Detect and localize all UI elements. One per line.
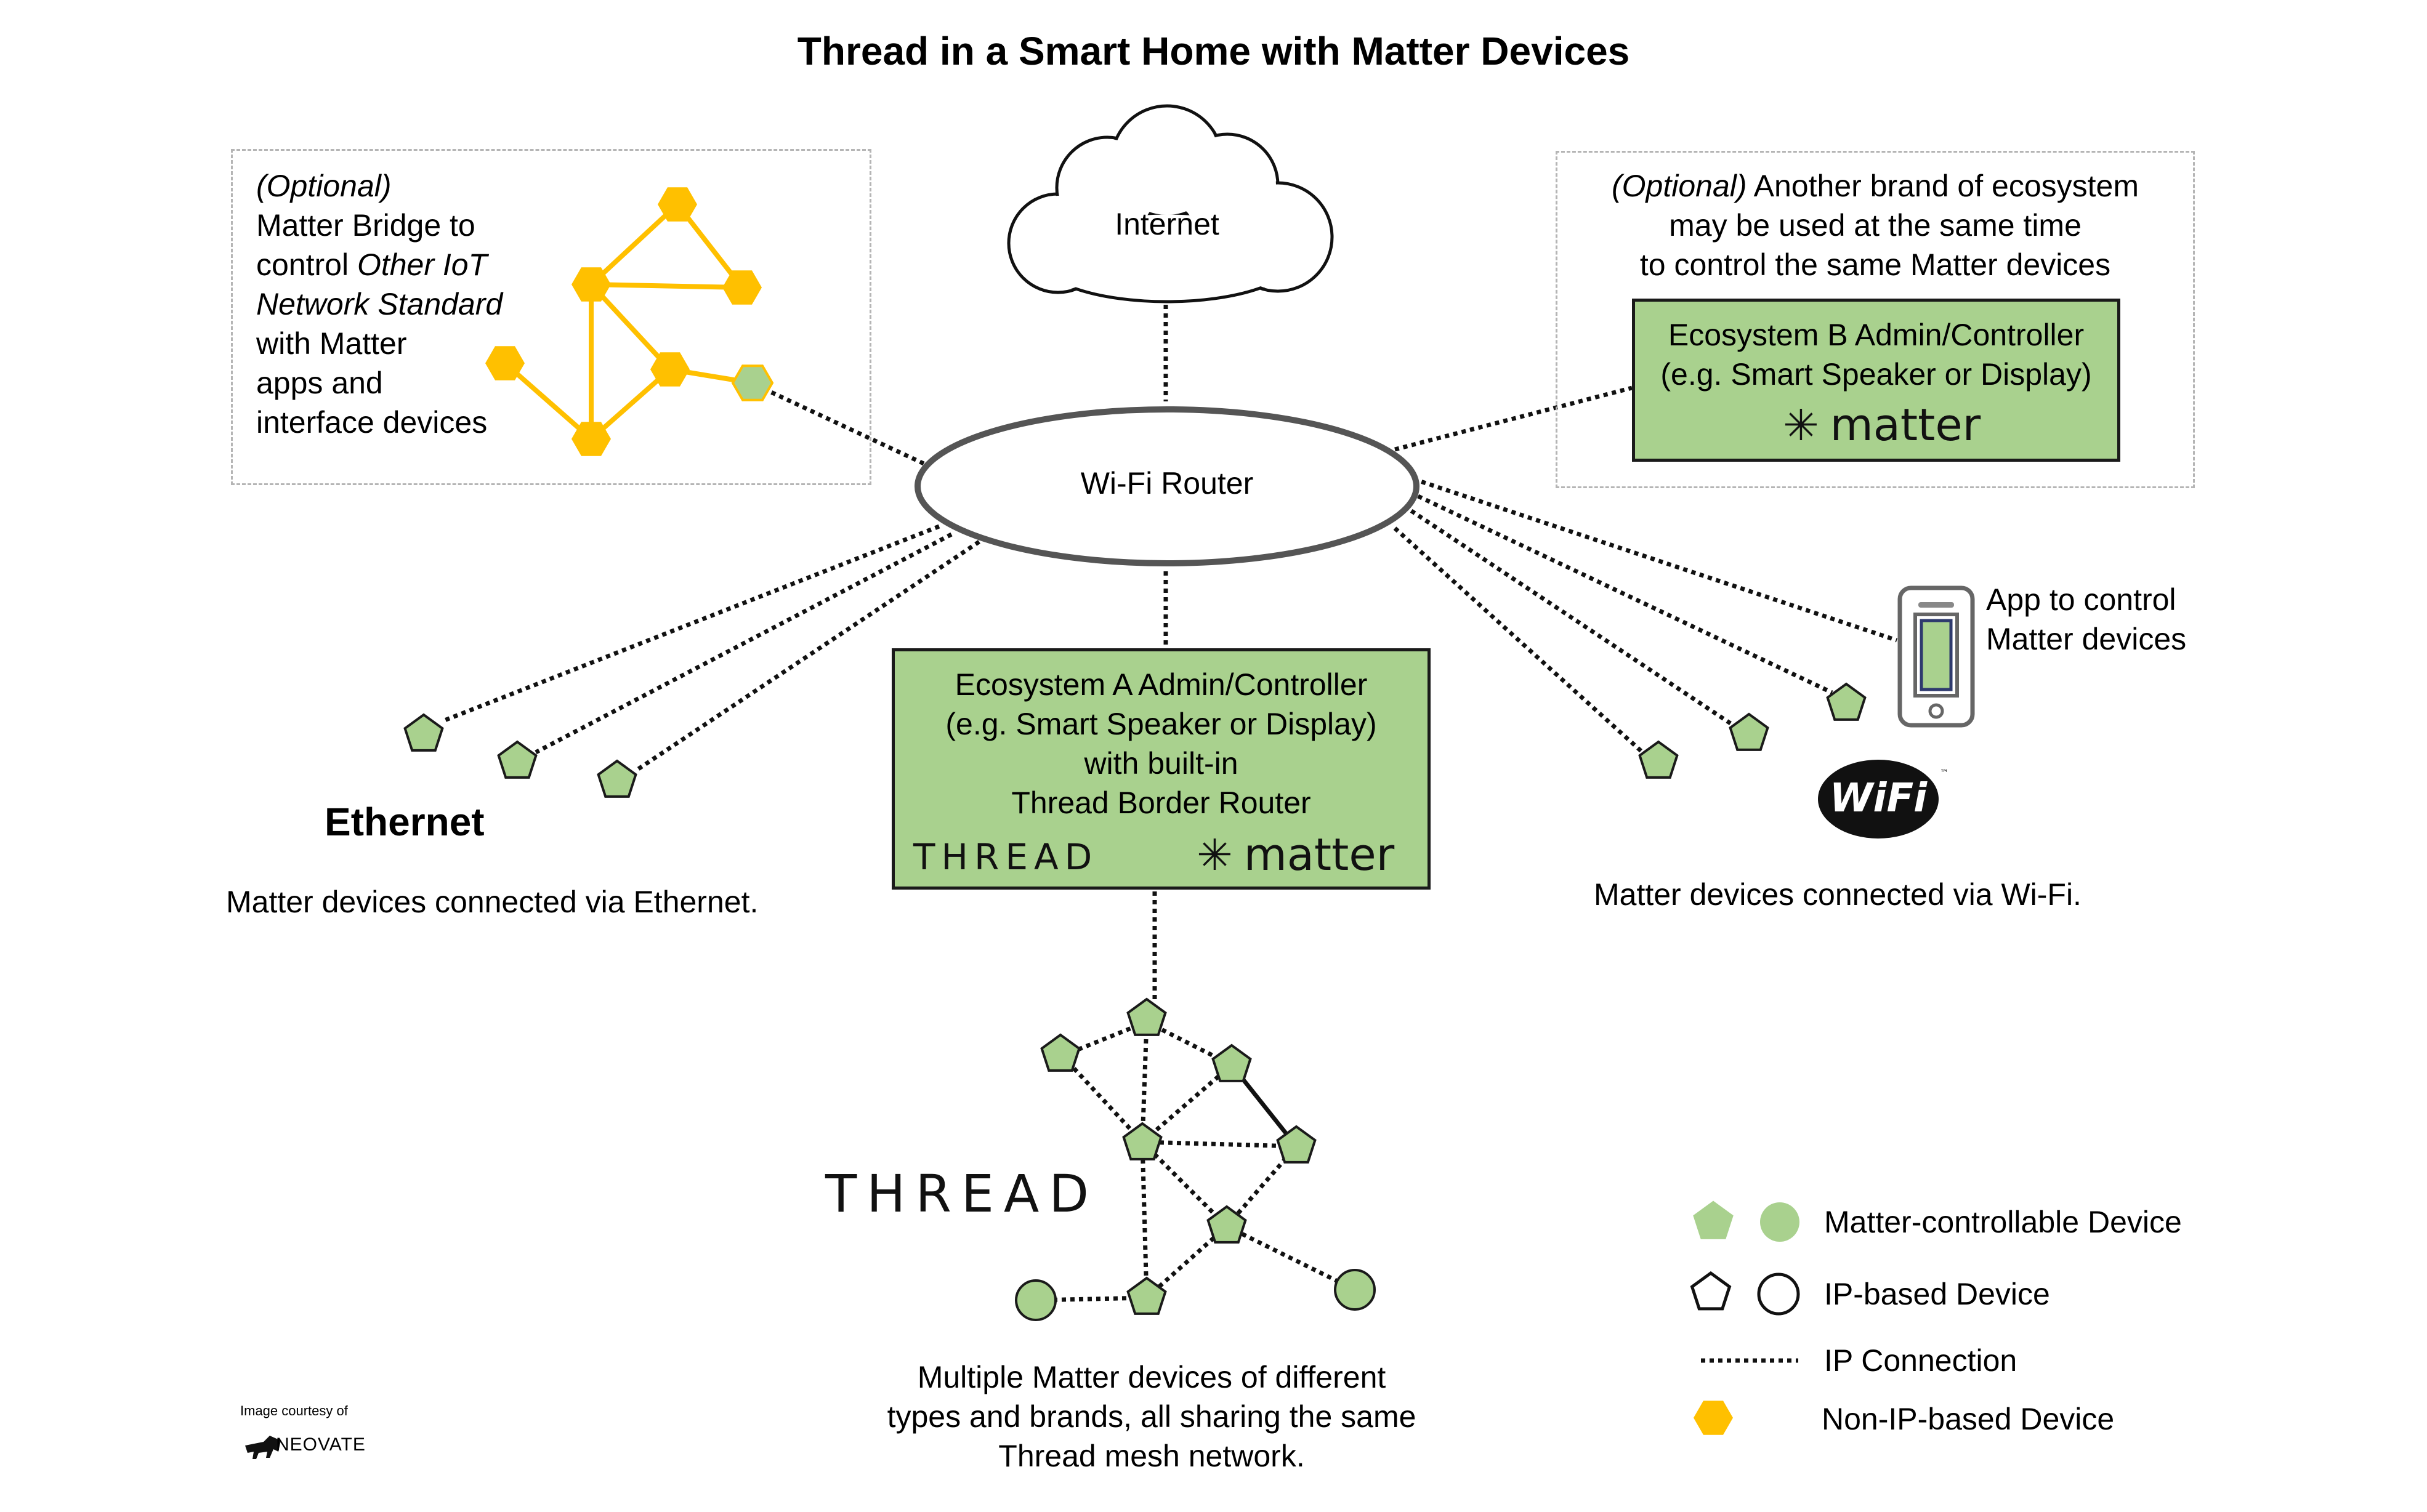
- ecosystem-a-title: Ecosystem A Admin/Controller: [955, 667, 1368, 702]
- legend-ip-connection-label: IP Connection: [1824, 1343, 2017, 1378]
- wifi-router-ellipse: [915, 406, 1419, 566]
- link-router-wifi-1: [1393, 526, 1643, 753]
- legend-non-ip-label: Non-IP-based Device: [1822, 1402, 2115, 1436]
- bridge-line: with Matter: [256, 326, 407, 361]
- ecosystem-a-controller: Ecosystem A Admin/Controller (e.g. Smart…: [892, 648, 1431, 890]
- legend-matter-pentagon-icon: [1693, 1201, 1734, 1239]
- ecosystem-b-intro: (Optional) Another brand of ecosystem ma…: [1611, 169, 2139, 282]
- page-title: Thread in a Smart Home with Matter Devic…: [797, 29, 1630, 73]
- thread-mesh: [1015, 998, 1376, 1321]
- link-router-eth-2: [535, 532, 953, 755]
- legend-ip-circle-icon: [1757, 1273, 1800, 1316]
- matter-logo: ✳matter: [1783, 399, 1981, 451]
- ethernet-device: [403, 714, 444, 752]
- thread-device: [1040, 1034, 1081, 1072]
- thread-device: [1126, 998, 1167, 1036]
- wifi-router-label: Wi-Fi Router: [1080, 466, 1254, 501]
- legend-ip-device-label: IP-based Device: [1824, 1277, 2050, 1311]
- bridge-network: [485, 187, 773, 456]
- wifi-device: [1826, 683, 1867, 721]
- legend-non-ip-icon: [1694, 1401, 1733, 1435]
- bridge-optional: (Optional): [256, 169, 392, 203]
- credit-brand: NEOVATE: [276, 1434, 366, 1455]
- ecosystem-a-subtitle: (e.g. Smart Speaker or Display): [945, 707, 1377, 741]
- ip-connection-lines: [443, 305, 1898, 1003]
- link-router-phone: [1412, 477, 1898, 643]
- phone-icon: [1897, 585, 1975, 728]
- svg-text:™: ™: [1940, 768, 1948, 778]
- thread-device: [1015, 1279, 1057, 1321]
- link-router-wifi-2: [1403, 504, 1732, 725]
- ecosystem-b-box: [1556, 151, 2195, 488]
- bridge-box: [231, 149, 871, 485]
- bridge-line: control Other IoT: [256, 247, 488, 282]
- wifi-logo: WiFi ™: [1818, 760, 1948, 838]
- bridge-text: (Optional) Matter Bridge to control Othe…: [256, 166, 503, 442]
- ethernet-caption: Matter devices connected via Ethernet.: [226, 885, 759, 919]
- bridge-line: interface devices: [256, 405, 488, 440]
- internet-label: Internet: [1115, 207, 1219, 241]
- neovate-logo-icon: [245, 1436, 281, 1459]
- legend-matter-label: Matter-controllable Device: [1824, 1205, 2182, 1239]
- app-label: App to control Matter devices: [1986, 582, 2187, 656]
- internet-cloud: [1007, 104, 1334, 304]
- matter-mark-icon: ✳: [1197, 830, 1233, 880]
- link-router-bridge: [769, 389, 925, 466]
- legend-ip-pentagon-icon: [1692, 1273, 1730, 1309]
- ethernet-heading: Ethernet: [325, 800, 485, 844]
- wifi-device: [1638, 741, 1679, 779]
- thread-logo: THREAD: [825, 1164, 1099, 1224]
- matter-logo: ✳matter: [1197, 829, 1395, 880]
- ethernet-device: [497, 741, 538, 779]
- link-router-eth-1: [443, 524, 940, 723]
- credit-line: Image courtesy of: [240, 1403, 348, 1418]
- ecosystem-b-controller: Ecosystem B Admin/Controller (e.g. Smart…: [1632, 299, 2120, 462]
- bridge-line: Matter Bridge to: [256, 208, 475, 243]
- legend-symbols: [1692, 1201, 1800, 1435]
- legend-matter-circle-icon: [1760, 1202, 1799, 1242]
- link-router-ecosystem-b: [1394, 385, 1633, 452]
- wifi-caption: Matter devices connected via Wi-Fi.: [1594, 877, 2082, 912]
- bridge-line: apps and: [256, 366, 383, 400]
- thread-caption: Multiple Matter devices of different typ…: [887, 1360, 1416, 1473]
- link-router-wifi-3: [1409, 490, 1833, 695]
- ecosystem-b-subtitle: (e.g. Smart Speaker or Display): [1660, 357, 2092, 392]
- matter-mark-icon: ✳: [1783, 400, 1819, 451]
- thread-logo: THREAD: [913, 836, 1099, 878]
- svg-text:WiFi: WiFi: [1830, 776, 1928, 821]
- thread-device: [1211, 1044, 1252, 1082]
- ecosystem-b-title: Ecosystem B Admin/Controller: [1668, 318, 2085, 352]
- ethernet-device: [597, 760, 637, 798]
- bridge-line: Network Standard: [256, 287, 503, 321]
- wifi-device: [1729, 713, 1769, 751]
- thread-device: [1334, 1269, 1376, 1311]
